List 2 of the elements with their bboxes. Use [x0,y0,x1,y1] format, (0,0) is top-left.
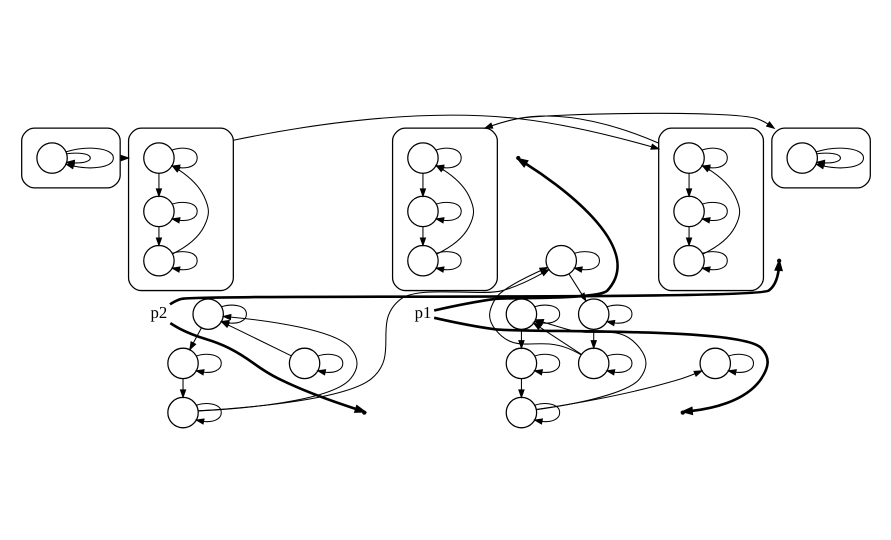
node-text: p2 [150,302,167,322]
node-text: p1 [414,302,431,322]
